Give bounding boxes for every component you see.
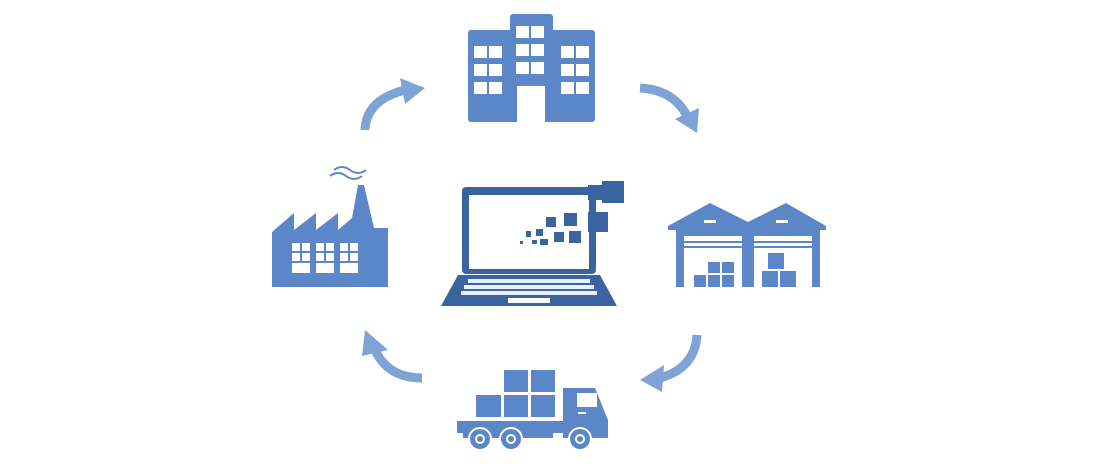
office-building-icon	[468, 14, 595, 122]
arrow-truck-to-factory-icon	[362, 330, 423, 383]
arrow-building-to-warehouse-icon	[639, 83, 699, 133]
arrow-warehouse-to-truck-icon	[640, 334, 702, 392]
laptop-icon	[441, 181, 624, 306]
arrow-factory-to-building-icon	[360, 78, 425, 131]
warehouse-icon	[668, 203, 826, 287]
delivery-truck-icon	[457, 370, 608, 451]
factory-icon	[272, 166, 388, 287]
cycle-arrows	[360, 78, 702, 392]
